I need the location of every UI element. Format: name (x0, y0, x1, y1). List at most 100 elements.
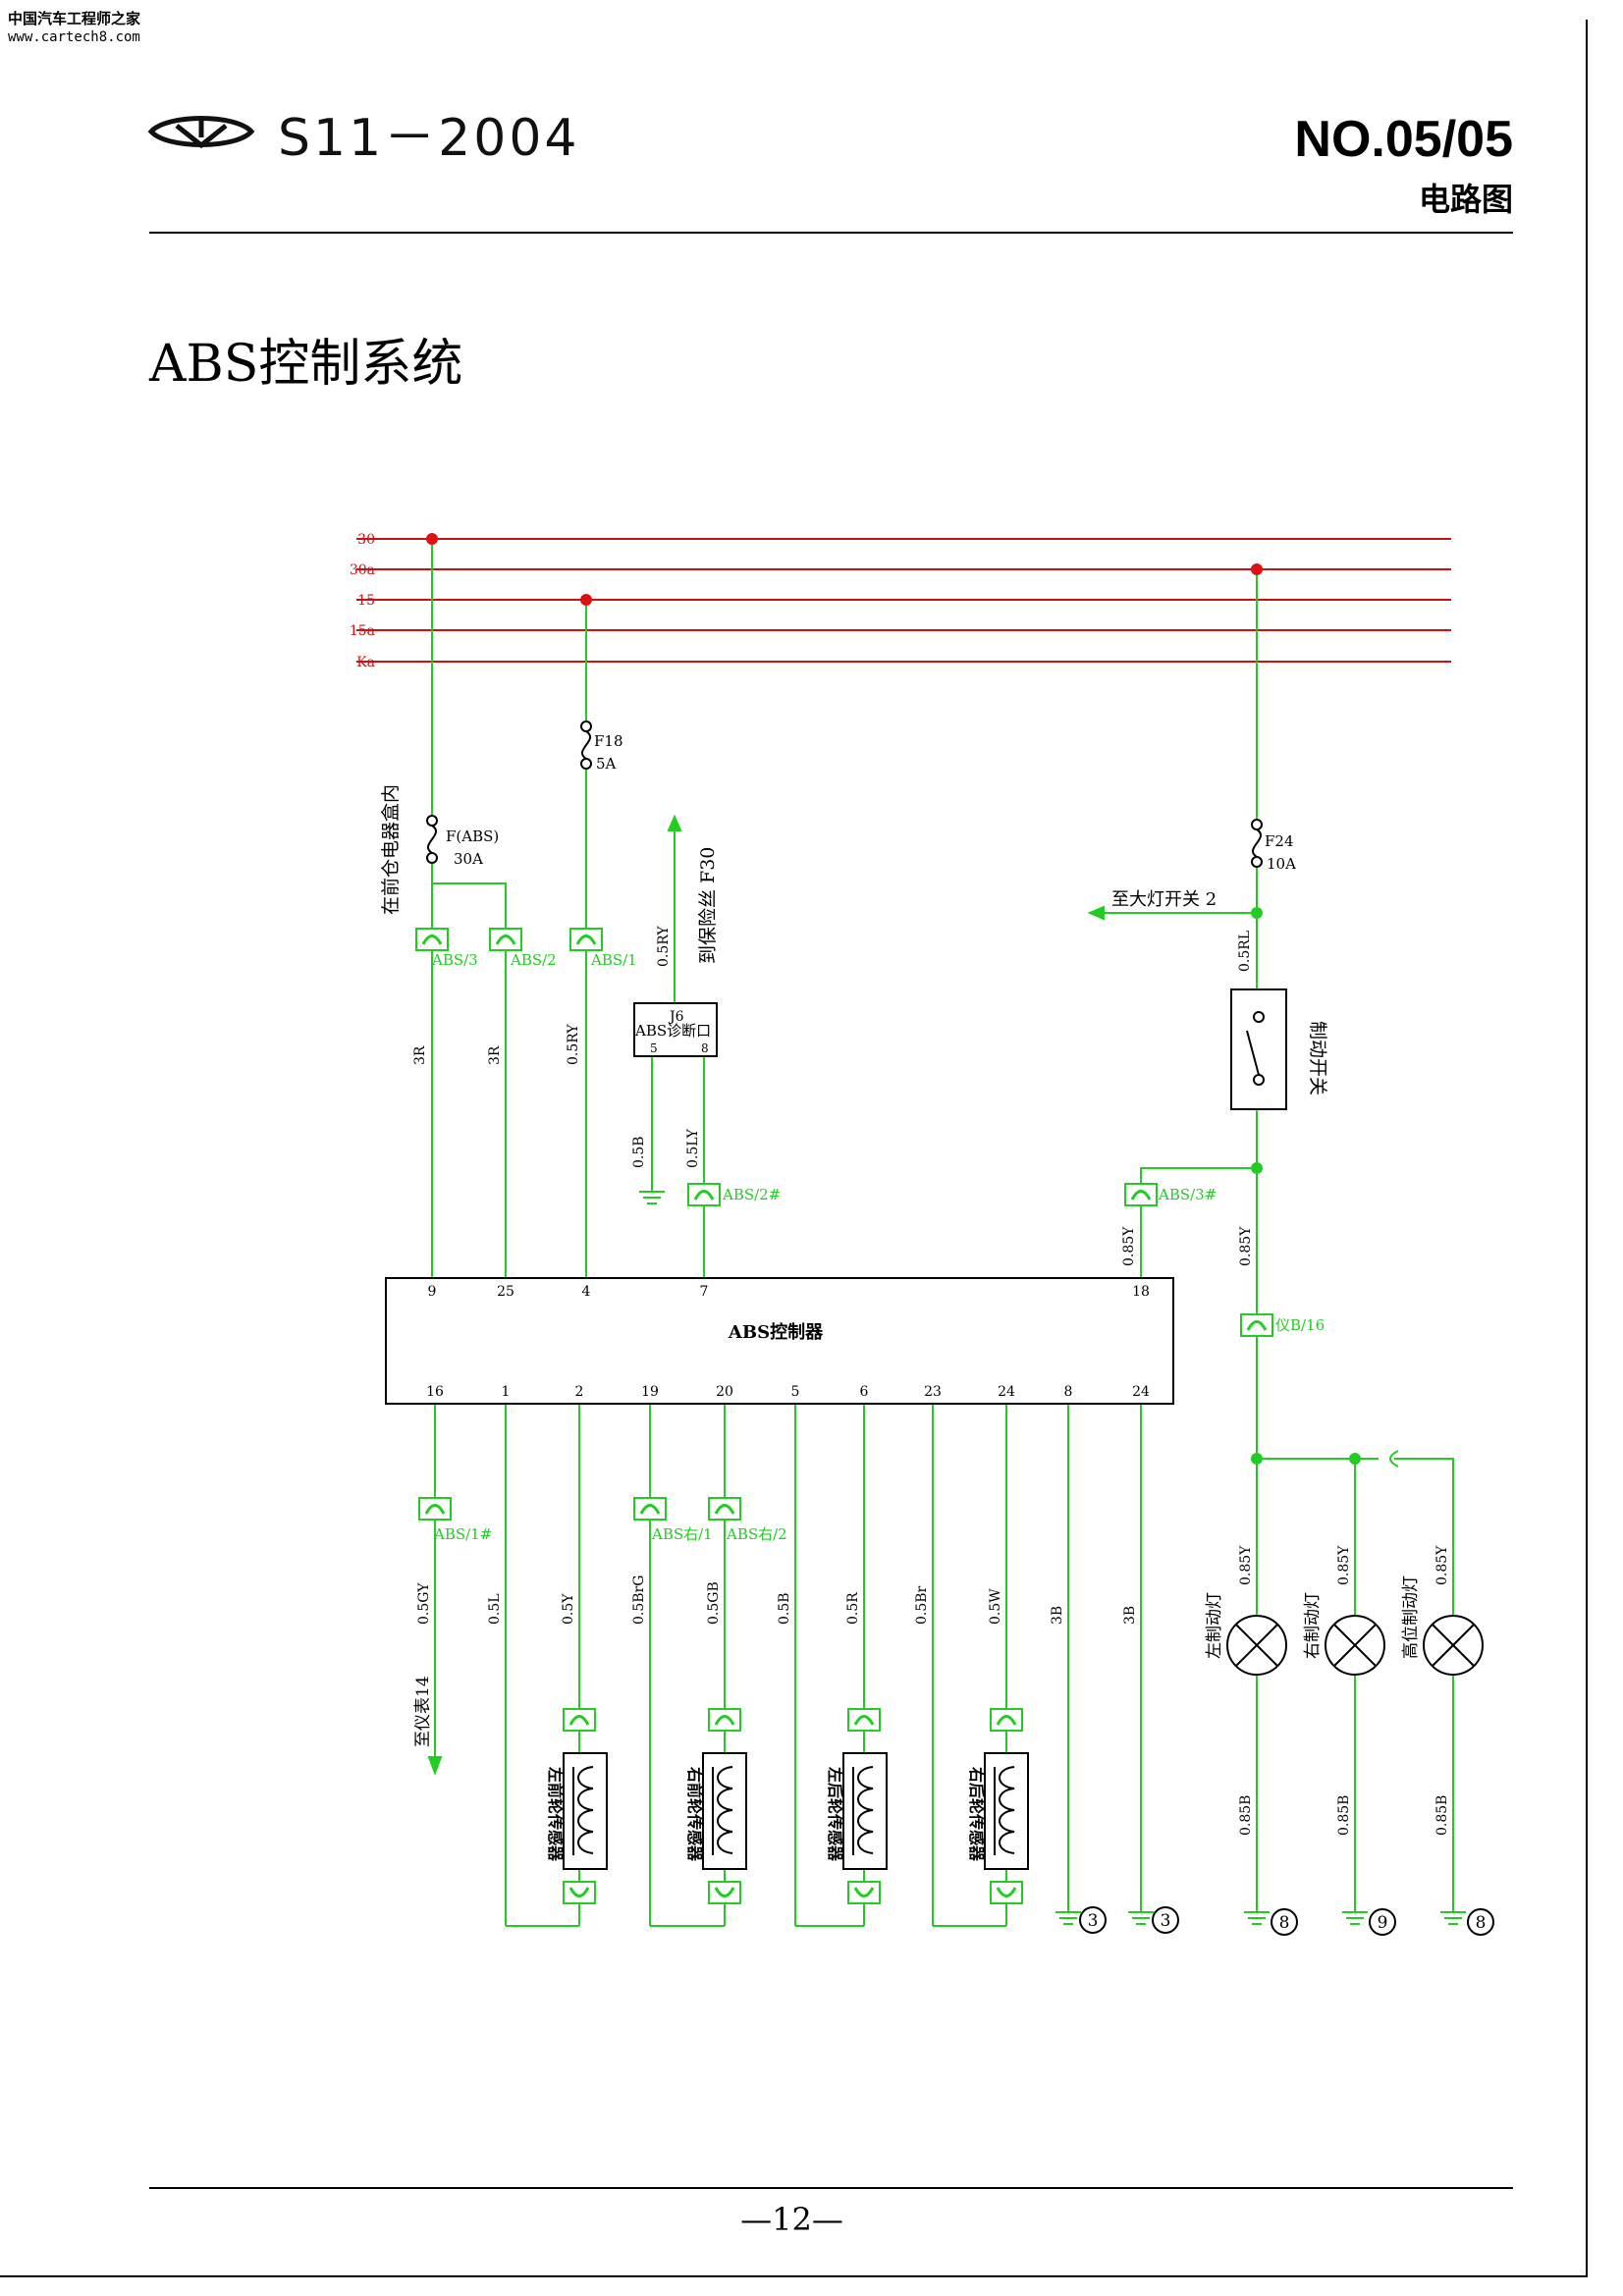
wire-label-085y-b: 0.85Y (1238, 1226, 1254, 1266)
bus-node-30a (1251, 563, 1263, 575)
brake-lamp-cross (1333, 1624, 1377, 1667)
sensor-connector-bottom (990, 1881, 1023, 1904)
sensor-connector-top-arc (996, 1715, 1017, 1726)
wire-label-3r-a: 3R (412, 1045, 428, 1065)
wire-label-05gy: 0.5GY (416, 1582, 432, 1625)
connector-abs2-label: ABS/2 (510, 951, 557, 969)
ground-point-lamp-0-label: 8 (1279, 1913, 1290, 1933)
junction-lamps (1251, 1453, 1263, 1465)
connector-absr1-label: ABS右/1 (651, 1525, 713, 1543)
ground-point-lamp-2-label: 8 (1476, 1913, 1487, 1933)
controller-bottom-pin: 16 (426, 1384, 444, 1400)
wheel-sensor-label-2: 左后轮传感器 (826, 1766, 844, 1862)
bus-label-30a: 30a (350, 562, 375, 578)
fuse-f18-rating: 5A (596, 755, 617, 773)
page-title: ABS控制系统 (149, 335, 463, 394)
wire-label-w_05r: 0.5R (845, 1592, 861, 1625)
document-number: NO.05/05 (1294, 111, 1513, 168)
sensor-connector-bottom (708, 1881, 741, 1904)
fuse-f18-element (581, 730, 591, 760)
wire-label-w_05gb: 0.5GB (706, 1581, 722, 1625)
wire-label-05rl: 0.5RL (1237, 931, 1253, 972)
bus-label-15a: 15a (350, 623, 375, 639)
wire-label-085y-a: 0.85Y (1121, 1226, 1137, 1266)
junction-headlamp (1251, 907, 1263, 919)
connector-abs2h-label: ABS/2# (722, 1186, 781, 1203)
wire-label-3b-a: 3B (1050, 1606, 1065, 1625)
abs-controller-label: ABS控制器 (728, 1321, 824, 1343)
wire-label-w_05br: 0.5Br (914, 1585, 930, 1625)
wheel-sensor-label-0: 左前轮传感器 (546, 1766, 565, 1862)
connector-absr2-arc (714, 1504, 735, 1515)
sensor-connector-top-arc (568, 1715, 590, 1726)
brake-lamp-label-0: 左制动灯 (1205, 1592, 1224, 1659)
header-rule (149, 232, 1513, 234)
brake-switch-box (1230, 988, 1287, 1110)
page-number: —12— (740, 2201, 843, 2238)
wire-label-05b-top: 0.5B (631, 1136, 647, 1168)
brand-logo-icon (147, 116, 255, 149)
connector-abs1-arc (575, 934, 597, 945)
page-frame-bottom (0, 2275, 1588, 2277)
wire-label-w_05l: 0.5L (487, 1593, 503, 1625)
controller-bottom-pin: 19 (641, 1384, 659, 1400)
arrow-to-headlamp (1087, 905, 1105, 921)
bus-node-30 (426, 533, 438, 545)
connector-abs3 (415, 928, 449, 951)
sensor-connector-top (708, 1708, 741, 1732)
connector-abs3h (1124, 1183, 1158, 1206)
wire-label-3r-b: 3R (487, 1045, 503, 1065)
junction-lamps (1349, 1453, 1361, 1465)
connector-abs1h-arc (424, 1504, 446, 1515)
fuse-f18-terminal (580, 721, 592, 732)
controller-bottom-pin: 2 (575, 1384, 584, 1400)
ground-point-3-b-label: 3 (1161, 1911, 1171, 1931)
fuse-f24-id: F24 (1265, 832, 1294, 850)
fuse-fabs-rating: 30A (454, 850, 483, 868)
bus-label-30: 30 (357, 532, 375, 548)
wire-label-05ry-b: 0.5RY (566, 1024, 581, 1065)
controller-top-pin: 25 (497, 1284, 514, 1300)
connector-abs3h-arc (1130, 1190, 1152, 1201)
connector-abs3h-label: ABS/3# (1158, 1186, 1217, 1203)
to-cluster-label: 至仪表14 (413, 1676, 433, 1747)
fuse-f24-rating: 10A (1267, 855, 1296, 873)
brake-lamp-cross (1235, 1624, 1278, 1667)
brake-switch-blade (1246, 1030, 1260, 1076)
ground-point-lamp-1-label: 9 (1378, 1913, 1388, 1933)
connector-abs1-label: ABS/1 (590, 951, 637, 969)
sensor-connector-top (847, 1708, 881, 1732)
brake-lamp-cross (1432, 1624, 1475, 1667)
sensor-connector-bottom-arc (568, 1887, 590, 1897)
controller-bottom-pin: 6 (860, 1384, 869, 1400)
wire-label-w_05b: 0.5B (777, 1592, 792, 1625)
fuse-fabs-element (427, 825, 437, 854)
wire-label-05ry-a: 0.5RY (656, 926, 672, 967)
wire-lamp-high (1394, 1458, 1454, 1912)
sensor-connector-top-arc (714, 1715, 735, 1726)
document-type: 电路图 (1418, 181, 1513, 218)
connector-abs1h (418, 1497, 452, 1521)
diagnostic-port-pin-5: 5 (650, 1041, 658, 1055)
junction-abs3h (1251, 1162, 1263, 1174)
sensor-connector-bottom-arc (714, 1887, 735, 1897)
connector-abs2h (687, 1183, 721, 1206)
wheel-sensor-label-1: 右前轮传感器 (685, 1767, 704, 1862)
ground-point-lamp-1 (1369, 1908, 1396, 1936)
controller-bottom-pin: 8 (1064, 1384, 1073, 1400)
wheel-sensor-coil-icon (577, 1766, 594, 1854)
connector-yib16-label: 仪B/16 (1275, 1316, 1325, 1334)
wire-3r-b (432, 882, 507, 1278)
wheel-sensor-coil-icon (999, 1766, 1015, 1854)
model-name: S11－2004 (278, 109, 580, 168)
connector-absr2-label: ABS右/2 (726, 1525, 787, 1543)
controller-bottom-pin: 23 (924, 1384, 942, 1400)
wire-label-05ly: 0.5LY (685, 1128, 701, 1168)
sensor-connector-bottom (847, 1881, 881, 1904)
controller-top-pin: 4 (582, 1284, 591, 1300)
wire-label-3b-b: 3B (1122, 1606, 1138, 1625)
controller-top-pin: 9 (428, 1284, 437, 1300)
ground-point-3-a-label: 3 (1088, 1911, 1099, 1931)
wire-085y-a (1140, 1167, 1257, 1278)
